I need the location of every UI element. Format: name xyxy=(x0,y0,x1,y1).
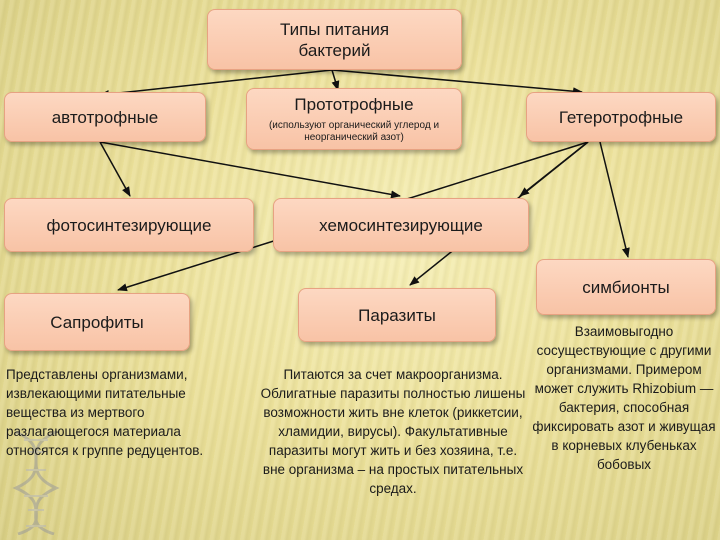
autotrophs-box: автотрофные xyxy=(4,92,206,142)
arrow-root-to-heterotrophs xyxy=(331,69,583,96)
root-box: Типы питания бактерий xyxy=(207,9,462,70)
chemosynth-label: хемосинтезирующие xyxy=(319,215,483,235)
arrow-autotrophs-to-chemosynth xyxy=(99,141,401,199)
saprophytes-description: Представлены организмами, извлекающими п… xyxy=(6,367,204,458)
prototrophs-box: Прототрофные (используют органический уг… xyxy=(246,88,462,150)
symbionts-description: Взаимовыгодно сосуществующие с другими о… xyxy=(532,324,716,472)
photosynth-box: фотосинтезирующие xyxy=(4,198,254,252)
chemosynth-box: хемосинтезирующие xyxy=(273,198,529,252)
heterotrophs-box: Гетеротрофные xyxy=(526,92,716,142)
parasites-description: Питаются за счет макроорганизма. Облигат… xyxy=(260,367,526,496)
prototrophs-label: Прототрофные xyxy=(294,95,414,114)
arrow-heterotrophs-to-symbionts xyxy=(599,141,630,258)
heterotrophs-label: Гетеротрофные xyxy=(558,107,684,127)
prototrophs-note: (используют органический углерод и неорг… xyxy=(268,120,440,143)
arrow-root-to-prototrophs xyxy=(331,69,340,91)
photosynth-label: фотосинтезирующие xyxy=(46,215,212,235)
parasites-label: Паразиты xyxy=(358,305,436,325)
symbionts-box: симбионты xyxy=(536,259,716,315)
arrow-autotrophs-to-photosynth xyxy=(99,141,131,197)
symbionts-label: симбионты xyxy=(582,277,670,297)
saprophytes-box: Сапрофиты xyxy=(4,293,190,351)
arrow-root-to-autotrophs xyxy=(99,69,333,99)
dna-helix-icon xyxy=(12,430,60,535)
saprophytes-label: Сапрофиты xyxy=(50,312,144,332)
root-label: Типы питания бактерий xyxy=(279,19,390,60)
parasites-box: Паразиты xyxy=(298,288,496,342)
autotrophs-label: автотрофные xyxy=(51,107,159,127)
